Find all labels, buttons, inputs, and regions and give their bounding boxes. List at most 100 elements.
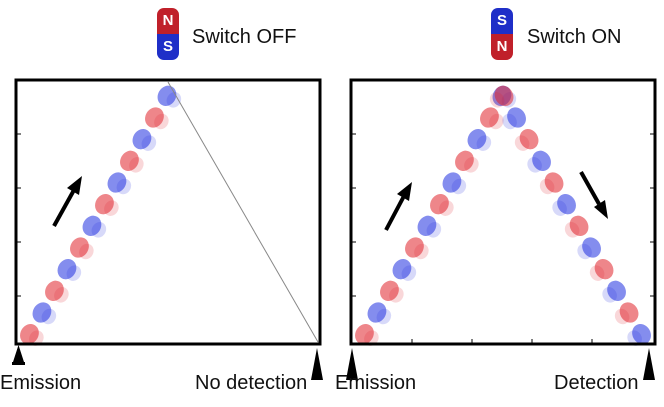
wave-blob-fade <box>29 330 44 346</box>
magnet-south-pole: S <box>157 34 179 60</box>
arrow-down-icon <box>579 171 608 219</box>
wave-blob-fade <box>401 265 417 281</box>
wave-blob-fade <box>552 200 567 216</box>
wave-blob <box>442 172 462 193</box>
wave-blob <box>417 215 437 236</box>
plot-frame <box>14 78 322 346</box>
wave-blob <box>607 280 626 301</box>
wave-blob <box>494 85 514 106</box>
wave-blob <box>57 259 77 280</box>
wave-blob <box>367 302 387 323</box>
panel-switch-off: N S Switch OFF Emission No detection <box>0 8 323 394</box>
wave-blob <box>430 194 449 215</box>
wave-blob-fade <box>451 178 467 195</box>
panel-switch-on: S N Switch ON Emission Detection <box>332 0 664 407</box>
triangle-diagram-on <box>346 78 657 380</box>
wave-blob <box>45 280 64 301</box>
wave-blob-fade <box>464 157 479 173</box>
wave-blob-fade <box>91 222 107 238</box>
magnet-south-pole: S <box>491 8 513 34</box>
wave-blob-fade <box>141 135 157 151</box>
wave-blob <box>632 324 651 345</box>
wave-blob <box>70 237 89 258</box>
wave-blob-fade <box>364 330 379 346</box>
wave-blob-fade <box>602 287 617 303</box>
wave-blob <box>20 324 39 345</box>
wave-blob-fade <box>577 243 592 260</box>
wave-blob <box>132 129 152 150</box>
magnet-icon: S N <box>491 8 513 60</box>
wave-blob <box>380 280 399 301</box>
wave-blob <box>532 150 551 171</box>
wave-blob-fade <box>376 308 392 325</box>
emission-label: Emission <box>0 372 82 394</box>
wave-blob <box>544 172 564 193</box>
wave-blob-fade <box>439 200 454 216</box>
wave-blob-fade <box>104 200 119 216</box>
wave-blob <box>32 302 52 323</box>
wave-blob <box>95 194 114 215</box>
detection-label: Detection <box>554 372 639 394</box>
no-detection-label: No detection <box>195 372 308 394</box>
wave-blob <box>467 129 487 150</box>
detector-support-icon <box>311 348 323 380</box>
wave-blob <box>569 215 589 236</box>
wave-blob <box>107 172 127 193</box>
emission-support-icon <box>13 345 24 362</box>
wave-blob <box>519 129 539 150</box>
wave-blob <box>557 194 576 215</box>
wave-blob <box>594 259 614 280</box>
magnet-north-pole: N <box>157 8 179 34</box>
wave-blob <box>120 150 139 171</box>
wave-blob-fade <box>627 330 642 346</box>
arrow-up-icon <box>384 182 412 231</box>
wave-blob-fade <box>539 178 555 195</box>
wave-blob-fade <box>414 243 429 260</box>
plot-frame <box>349 78 657 346</box>
wave-blob-fade <box>502 113 517 130</box>
wave-blob <box>355 324 374 345</box>
wave-blob <box>82 215 102 236</box>
wave-blob-fade <box>589 265 605 281</box>
arrow-up-icon <box>52 176 82 227</box>
wave-blob-fade <box>389 287 404 303</box>
wave-blob <box>392 259 412 280</box>
triangle-diagram-off <box>12 78 323 380</box>
wave-blob <box>455 150 474 171</box>
wave-blob <box>582 237 601 258</box>
right-edge-line <box>167 81 319 343</box>
switch-on-label: Switch ON <box>527 26 622 48</box>
wave-blob-fade <box>116 178 132 195</box>
wave-blob <box>145 107 164 128</box>
wave-blob <box>507 107 526 128</box>
wave-blob-fade <box>489 92 505 108</box>
emission-support-icon <box>346 348 358 380</box>
wave-blob-fade <box>614 308 630 325</box>
wave-blob-fade <box>41 308 57 325</box>
wave-blob-fade <box>514 135 530 151</box>
magnet-north-pole: N <box>491 34 513 60</box>
detector-support-icon <box>643 348 655 380</box>
edge-wave-pattern <box>355 85 651 346</box>
switch-off-label: Switch OFF <box>192 26 297 48</box>
wave-blob-fade <box>426 222 442 238</box>
wave-blob <box>619 302 639 323</box>
emission-label: Emission <box>335 372 417 394</box>
tick-marks <box>351 133 655 344</box>
edge-wave-pattern <box>20 85 182 346</box>
wave-blob-fade <box>476 135 492 151</box>
wave-blob-fade <box>154 113 169 130</box>
wave-blob <box>480 107 499 128</box>
wave-blob-fade <box>489 113 504 130</box>
wave-blob-fade <box>129 157 144 173</box>
wave-blob-fade <box>54 287 69 303</box>
wave-blob-fade <box>564 222 580 238</box>
wave-blob-fade <box>79 243 94 260</box>
tick-marks <box>16 133 21 297</box>
magnet-icon: N S <box>157 8 179 60</box>
wave-blob-fade <box>66 265 82 281</box>
wave-blob-fade <box>527 157 542 173</box>
emission-support-base <box>12 362 25 365</box>
wave-blob <box>405 237 424 258</box>
wave-blob <box>157 85 177 106</box>
